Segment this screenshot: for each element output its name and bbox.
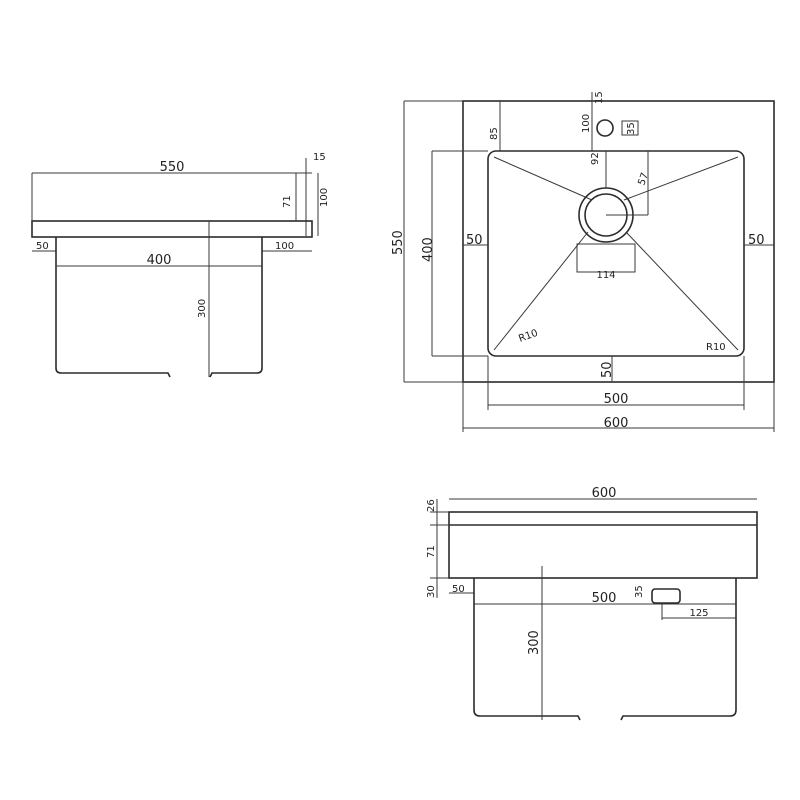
tap-hole-dia-label: 35 <box>626 122 637 135</box>
side-bowl-width-label: 400 <box>147 253 172 268</box>
front-countertop <box>448 511 758 579</box>
top-outer-frame <box>462 100 775 383</box>
front-lip-height-label: 30 <box>426 585 437 598</box>
front-bowl <box>473 578 737 721</box>
side-left-offset-label: 50 <box>36 241 49 252</box>
drain-ring-label: 92 <box>590 152 601 165</box>
slope-line-top-right <box>623 156 739 201</box>
top-drain-offset-label: 100 <box>581 114 592 133</box>
tap-hole-dia-box <box>621 120 639 136</box>
top-offset-label: 85 <box>489 127 500 140</box>
front-left-offset-label: 50 <box>452 584 465 595</box>
side-bowl <box>55 237 263 378</box>
side-depth-label: 550 <box>160 160 185 175</box>
top-bowl-width-label: 500 <box>604 392 629 407</box>
front-view: 600 26 71 30 50 500 35 125 300 <box>426 486 758 721</box>
front-body-height-label: 71 <box>426 545 437 558</box>
slope-line-top-left <box>493 156 593 201</box>
side-right-offset-label: 100 <box>275 241 294 252</box>
slope-line-bottom-left <box>493 231 589 351</box>
drain-width-box <box>576 243 636 273</box>
front-overall-width-label: 600 <box>592 486 617 501</box>
slope-line-bottom-right <box>625 231 739 351</box>
side-bowl-depth-label: 300 <box>197 299 208 318</box>
left-margin-label: 50 <box>466 233 483 248</box>
top-overall-width-label: 600 <box>604 416 629 431</box>
top-bowl <box>487 150 745 357</box>
top-view: 550 400 85 100 15 35 92 57 114 50 <box>391 91 775 432</box>
overflow-height-label: 35 <box>634 585 645 598</box>
side-flange-thickness-label: 15 <box>313 152 326 163</box>
top-inner-depth-label: 400 <box>421 237 436 262</box>
side-countertop <box>31 220 313 238</box>
drain-width-label: 114 <box>596 270 615 281</box>
front-bowl-width-label: 500 <box>592 591 617 606</box>
overflow-slot <box>651 588 681 604</box>
corner-radius-left-label: R10 <box>517 328 539 345</box>
side-rim-height-label: 100 <box>319 188 330 207</box>
tap-hole <box>596 119 614 137</box>
side-flange-height-label: 71 <box>282 195 293 208</box>
tap-hole-top-label: 15 <box>594 91 605 104</box>
corner-radius-right-label: R10 <box>706 342 726 353</box>
slope-label: 57 <box>636 171 651 187</box>
bottom-margin-label: 50 <box>600 361 615 378</box>
overflow-width-label: 125 <box>689 608 708 619</box>
front-bowl-depth-label: 300 <box>527 630 542 655</box>
top-outer-depth-label: 550 <box>391 230 406 255</box>
side-view: 550 15 71 100 50 100 400 300 <box>31 152 330 378</box>
front-top-thickness-label: 26 <box>426 499 437 512</box>
right-margin-label: 50 <box>748 233 765 248</box>
